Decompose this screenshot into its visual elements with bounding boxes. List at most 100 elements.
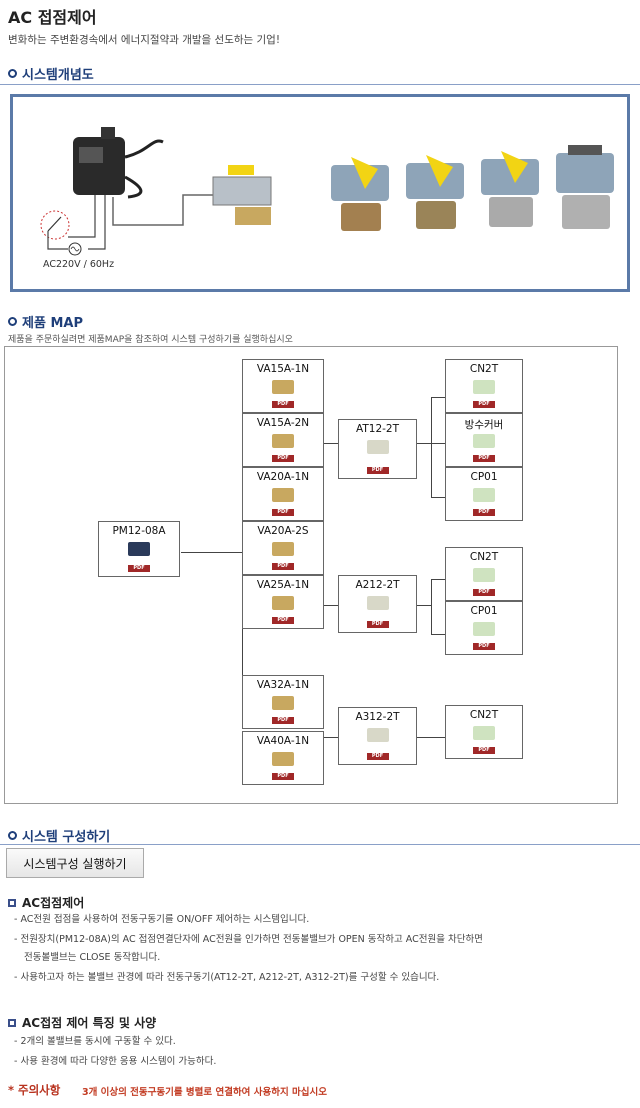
product-thumbnail-icon [473, 568, 495, 582]
warning-text: 3개 이상의 전동구동기를 병렬로 연결하여 사용하지 마십시오 [82, 1087, 327, 1098]
pdf-download-link[interactable]: PDF [366, 467, 389, 474]
pdf-download-link[interactable]: PDF [272, 401, 294, 408]
node-label: VA25A-1N [256, 579, 310, 591]
valve-node[interactable]: VA20A-1N PDF [242, 467, 324, 521]
concept-heading: 시스템개념도 [8, 64, 94, 83]
connector-line [417, 443, 431, 444]
node-label: VA15A-1N [256, 363, 310, 375]
ac-line-2: - 전원장치(PM12-08A)의 AC 접점연결단자에 AC전원을 인가하면 … [14, 934, 483, 945]
section-divider [0, 84, 640, 85]
valve-node[interactable]: VA32A-1N PDF [242, 675, 324, 729]
map-description: 제품을 주문하실려면 제품MAP을 참조하여 시스템 구성하기를 실행하십시오 [8, 335, 293, 345]
product-node-pm12[interactable]: PM12-08A PDF [98, 521, 180, 577]
pdf-download-link[interactable]: PDF [473, 747, 495, 754]
connector-line [324, 737, 338, 738]
connector-line [431, 497, 445, 498]
pdf-download-link[interactable]: PDF [272, 509, 294, 516]
run-config-button[interactable]: 시스템구성 실행하기 [6, 848, 144, 878]
square-bullet-icon [8, 898, 16, 907]
connector-line [431, 579, 432, 634]
warning-label: * 주의사항 [8, 1083, 61, 1097]
page-subtitle: 변화하는 주변환경속에서 에너지절약과 개발을 선도하는 기업! [8, 34, 281, 46]
product-thumbnail-icon [473, 488, 495, 502]
node-label: 방수커버 [464, 419, 504, 431]
connector-line [431, 443, 445, 444]
connector-line [324, 605, 338, 606]
actuator-node[interactable]: A212-2T PDF [338, 575, 417, 633]
circle-bullet-icon [8, 831, 17, 840]
pdf-download-link[interactable]: PDF [272, 773, 294, 780]
ac-control-heading: AC접점제어 [8, 894, 84, 911]
pdf-download-link[interactable]: PDF [128, 565, 150, 572]
connector-line [431, 634, 445, 635]
pdf-download-link[interactable]: PDF [366, 753, 389, 760]
node-label: CN2T [469, 363, 499, 375]
ac-line-4: - 사용하고자 하는 볼밸브 관경에 따라 전동구동기(AT12-2T, A21… [14, 972, 440, 983]
node-label: CP01 [470, 605, 498, 617]
pdf-download-link[interactable]: PDF [473, 509, 495, 516]
product-thumbnail-icon [272, 434, 294, 448]
circle-bullet-icon [8, 69, 17, 78]
connector-line [417, 605, 431, 606]
pdf-download-link[interactable]: PDF [473, 401, 495, 408]
features-heading: AC접점 제어 특징 및 사양 [8, 1014, 156, 1031]
node-label: VA20A-2S [257, 525, 309, 537]
valve-node[interactable]: VA25A-1N PDF [242, 575, 324, 629]
product-thumbnail-icon [473, 622, 495, 636]
product-thumbnail-icon [272, 696, 294, 710]
product-thumbnail-icon [272, 752, 294, 766]
pdf-download-link[interactable]: PDF [272, 617, 294, 624]
node-label: VA40A-1N [256, 735, 310, 747]
actuator-node[interactable]: AT12-2T PDF [338, 419, 417, 479]
pdf-download-link[interactable]: PDF [473, 643, 495, 650]
actuator-node[interactable]: A312-2T PDF [338, 707, 417, 765]
node-label: A312-2T [355, 711, 400, 723]
product-thumbnail-icon [366, 728, 389, 742]
product-thumbnail-icon [473, 380, 495, 394]
node-label: PM12-08A [112, 525, 166, 537]
accessory-node[interactable]: CN2T PDF [445, 359, 523, 413]
node-label: VA20A-1N [256, 471, 310, 483]
map-heading: 제품 MAP [8, 312, 83, 331]
valve-node[interactable]: VA40A-1N PDF [242, 731, 324, 785]
node-label: CN2T [469, 709, 499, 721]
ac-line-1: - AC전원 접점을 사용하여 전동구동기를 ON/OFF 제어하는 시스템입니… [14, 914, 310, 925]
accessory-node[interactable]: 방수커버 PDF [445, 413, 523, 467]
connector-line [417, 737, 445, 738]
product-thumbnail-icon [366, 440, 389, 454]
node-label: CP01 [470, 471, 498, 483]
pdf-download-link[interactable]: PDF [272, 455, 294, 462]
pdf-download-link[interactable]: PDF [473, 589, 495, 596]
accessory-node[interactable]: CN2T PDF [445, 547, 523, 601]
square-bullet-icon [8, 1018, 16, 1027]
product-thumbnail-icon [128, 542, 150, 556]
pdf-download-link[interactable]: PDF [272, 563, 294, 570]
connector-line [431, 397, 432, 497]
concept-illustration [40, 127, 614, 256]
concept-diagram: AC220V / 60Hz [10, 94, 630, 292]
pdf-download-link[interactable]: PDF [366, 621, 389, 628]
power-label: AC220V / 60Hz [43, 259, 115, 270]
valve-node[interactable]: VA15A-1N PDF [242, 359, 324, 413]
connector-line [324, 443, 338, 444]
feature-line-1: - 2개의 볼밸브를 동시에 구동할 수 있다. [14, 1036, 176, 1047]
product-thumbnail-icon [473, 434, 495, 448]
node-label: CN2T [469, 551, 499, 563]
pdf-download-link[interactable]: PDF [473, 455, 495, 462]
pdf-download-link[interactable]: PDF [272, 717, 294, 724]
node-label: A212-2T [355, 579, 400, 591]
config-heading: 시스템 구성하기 [8, 826, 110, 845]
node-label: AT12-2T [355, 423, 400, 435]
accessory-node[interactable]: CN2T PDF [445, 705, 523, 759]
feature-line-2: - 사용 환경에 따라 다양한 응용 시스템이 가능하다. [14, 1056, 217, 1067]
ac-line-3: 전동볼밸브는 CLOSE 동작합니다. [24, 952, 161, 963]
page-title: AC 접점제어 [8, 8, 97, 27]
node-label: VA15A-2N [256, 417, 310, 429]
valve-node[interactable]: VA15A-2N PDF [242, 413, 324, 467]
node-label: VA32A-1N [256, 679, 310, 691]
valve-node[interactable]: VA20A-2S PDF [242, 521, 324, 575]
product-thumbnail-icon [272, 380, 294, 394]
